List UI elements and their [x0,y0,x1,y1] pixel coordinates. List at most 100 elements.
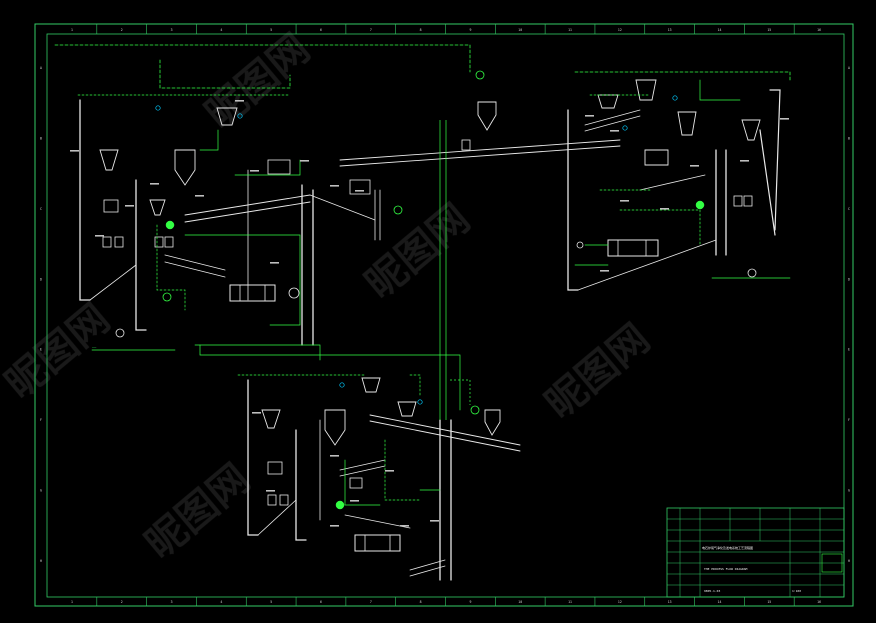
grid-label-side: G [40,488,42,492]
cyclone-separator [174,149,196,186]
storage-tank [115,328,125,338]
grid-label-top: 15 [767,28,771,32]
tag-mark [250,170,259,172]
long-conveyor [339,139,621,167]
grid-label-side: F [40,418,42,422]
tag-mark [95,235,104,237]
grid-label-side: E [40,348,42,352]
grid-label-bottom: 10 [518,600,522,604]
grid-label-bottom: 1 [71,600,73,604]
column-1a [79,99,147,331]
title-block-title: 电石炉尾气净化及发电系统工艺流程图 [702,545,753,550]
belt-conveyor [369,414,521,452]
tag-mark [355,190,364,192]
grid-label-top: 14 [718,28,722,32]
tag-mark [585,115,594,117]
watermark-layer: 昵图网 昵图网 昵图网 昵图网 昵图网 [0,25,658,567]
equipment-tag-marks [70,100,789,527]
grid-label-side: F [848,418,850,422]
grid-label-top: 10 [518,28,522,32]
grid-label-top: 6 [320,28,322,32]
grid-label-side: D [40,277,42,281]
rotary-dryer [354,534,401,552]
grid-label-side: C [848,207,850,211]
grid-label-top: 12 [618,28,622,32]
watermark-text: 昵图网 [0,295,118,407]
belt-conveyor [184,194,311,223]
grid-label-side: B [40,137,42,141]
instrument-bubble [339,382,345,388]
tag-mark [195,195,204,197]
tag-mark [266,490,275,492]
grid-label-bottom: 8 [420,600,422,604]
grid-label-bottom: 2 [121,600,123,604]
grid-label-bottom: 16 [817,600,821,604]
grid-label-side: A [848,66,850,70]
tag-mark [400,525,409,527]
title-block-subtitle: THE PROCESS FLOW DIAGRAM [704,567,748,571]
tag-mark [660,208,669,210]
tag-mark [150,183,159,185]
title-block-code: 9805-1-03 [704,589,720,593]
rotary-dryer [229,284,276,302]
instrument-bubble [155,105,161,111]
grid-label-side: H [40,559,42,563]
svg-text:——: —— [92,345,97,349]
grid-label-bottom: 15 [767,600,771,604]
grid-label-top: 3 [171,28,173,32]
grid-label-top: 1 [71,28,73,32]
tag-mark [350,500,359,502]
grid-label-top: 7 [370,28,372,32]
grid-label-bottom: 5 [270,600,272,604]
pipe-dashed [54,44,471,73]
tag-mark [252,412,261,414]
grid-label-top: 5 [270,28,272,32]
tag-mark [620,200,629,202]
riser-pipe [439,120,447,420]
grid-label-side: C [40,207,42,211]
grid-label-bottom: 9 [469,600,471,604]
motor-icon [288,287,300,299]
tag-mark [740,160,749,162]
valve-icon [393,205,403,215]
tag-mark [330,185,339,187]
storage-tank [747,268,757,278]
watermark-text: 昵图网 [197,25,318,137]
tag-mark [385,470,394,472]
tag-mark [70,150,79,152]
grid-zone-ticks: 1122334455667788991010111112121313141415… [40,24,850,606]
grid-label-side: H [848,559,850,563]
grid-label-top: 8 [420,28,422,32]
grid-label-bottom: 6 [320,600,322,604]
tag-mark [610,130,619,132]
grid-label-top: 2 [121,28,123,32]
grid-label-side: E [848,348,850,352]
grid-label-bottom: 7 [370,600,372,604]
watermark-text: 昵图网 [137,455,258,567]
pump-icon [335,500,345,510]
grid-label-bottom: 4 [220,600,222,604]
grid-label-bottom: 12 [618,600,622,604]
cyclone-separator [324,409,346,446]
grid-label-bottom: 14 [718,600,722,604]
tag-mark [300,160,309,162]
revision-stamp [821,553,843,573]
tag-mark [270,262,279,264]
tag-mark [690,165,699,167]
tag-mark [780,118,789,120]
tag-mark [125,205,134,207]
process-unit-2 [339,70,791,291]
grid-label-bottom: 3 [171,600,173,604]
title-block: 电石炉尾气净化及发电系统工艺流程图 THE PROCESS FLOW DIAGR… [666,507,845,598]
process-unit-3 [199,344,521,581]
pump-icon [695,200,705,210]
grid-label-side: G [848,488,850,492]
title-block-scale: 1:100 [792,589,801,593]
grid-label-bottom: 11 [568,600,572,604]
tag-mark [430,520,439,522]
tag-mark [330,525,339,527]
instrument-bubble [672,95,678,101]
valve-icon [470,405,480,415]
